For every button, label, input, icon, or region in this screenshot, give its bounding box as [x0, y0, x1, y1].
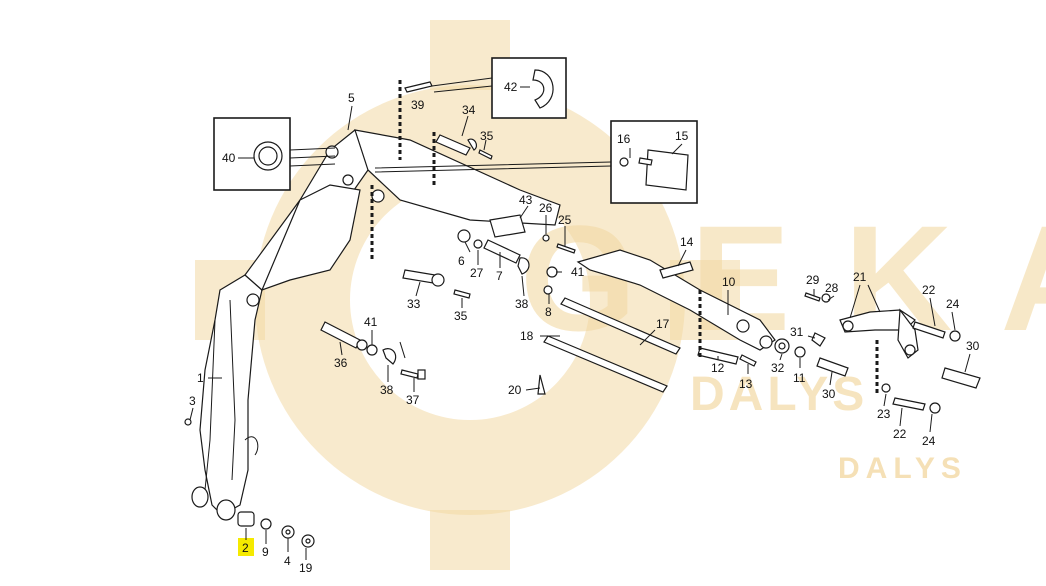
label-part-37: 37 — [406, 393, 420, 407]
label-part-18: 18 — [520, 329, 534, 343]
label-part-43: 43 — [519, 193, 533, 207]
label-part-29: 29 — [806, 273, 820, 287]
label-part-15: 15 — [675, 129, 689, 143]
part-labels: 1 2 3 4 5 6 7 8 9 10 11 12 13 14 15 16 1… — [189, 80, 980, 575]
label-part-28: 28 — [825, 281, 839, 295]
label-part-38-lower: 38 — [380, 383, 394, 397]
lift-bracket-part — [576, 249, 776, 351]
label-part-24-upper: 24 — [946, 297, 960, 311]
label-part-21: 21 — [853, 270, 867, 284]
label-part-38-upper: 38 — [515, 297, 529, 311]
label-part-26: 26 — [539, 201, 553, 215]
watermark-sub-2: DALYS — [838, 452, 967, 485]
label-part-35-lower: 35 — [454, 309, 468, 323]
label-part-1: 1 — [197, 371, 204, 385]
callout-box-40 — [213, 117, 336, 191]
label-part-4: 4 — [284, 554, 291, 568]
rod-18-part — [543, 335, 668, 393]
label-part-2: 2 — [242, 541, 249, 555]
label-part-11: 11 — [793, 371, 806, 385]
label-part-6: 6 — [458, 254, 465, 268]
label-part-10: 10 — [722, 275, 736, 289]
small-parts — [184, 81, 981, 548]
label-part-40: 40 — [222, 151, 236, 165]
label-part-39: 39 — [411, 98, 425, 112]
label-part-19: 19 — [299, 561, 313, 575]
dashed-guides — [370, 80, 879, 395]
label-part-27: 27 — [470, 266, 484, 280]
label-part-22-upper: 22 — [922, 283, 936, 297]
watermark-sub-1: DALYS — [690, 368, 868, 421]
label-part-14: 14 — [680, 235, 694, 249]
label-part-9: 9 — [262, 545, 269, 559]
part-2-highlight — [238, 538, 254, 556]
label-part-23: 23 — [877, 407, 891, 421]
label-part-7: 7 — [496, 269, 503, 283]
label-part-32: 32 — [771, 361, 785, 375]
label-part-31: 31 — [790, 325, 804, 339]
watermark: G E K A DALYS DALYS — [195, 20, 1046, 570]
label-part-25: 25 — [558, 213, 572, 227]
label-part-22-lower: 22 — [893, 427, 907, 441]
label-part-17: 17 — [656, 317, 670, 331]
label-part-12: 12 — [711, 361, 725, 375]
label-part-30-center: 30 — [822, 387, 836, 401]
label-part-24-lower: 24 — [922, 434, 936, 448]
callout-box-15-16 — [374, 120, 698, 204]
label-part-5: 5 — [348, 91, 355, 105]
label-part-34: 34 — [462, 103, 476, 117]
label-part-3: 3 — [189, 394, 196, 408]
label-part-16: 16 — [617, 132, 631, 146]
label-part-8: 8 — [545, 305, 552, 319]
watermark-brand: G E K A — [520, 194, 1046, 362]
label-part-20: 20 — [508, 383, 522, 397]
label-part-13: 13 — [739, 377, 753, 391]
rod-17-part — [560, 297, 681, 355]
label-part-42: 42 — [504, 80, 518, 94]
callout-box-42 — [431, 57, 567, 119]
label-part-41-upper: 41 — [571, 265, 585, 279]
label-part-35-upper: 35 — [480, 129, 494, 143]
label-part-33: 33 — [407, 297, 421, 311]
label-part-30-right: 30 — [966, 339, 980, 353]
label-part-41-lower: 41 — [364, 315, 378, 329]
boom-arm-part — [191, 129, 561, 521]
leader-lines — [189, 86, 971, 560]
label-part-36: 36 — [334, 356, 348, 370]
